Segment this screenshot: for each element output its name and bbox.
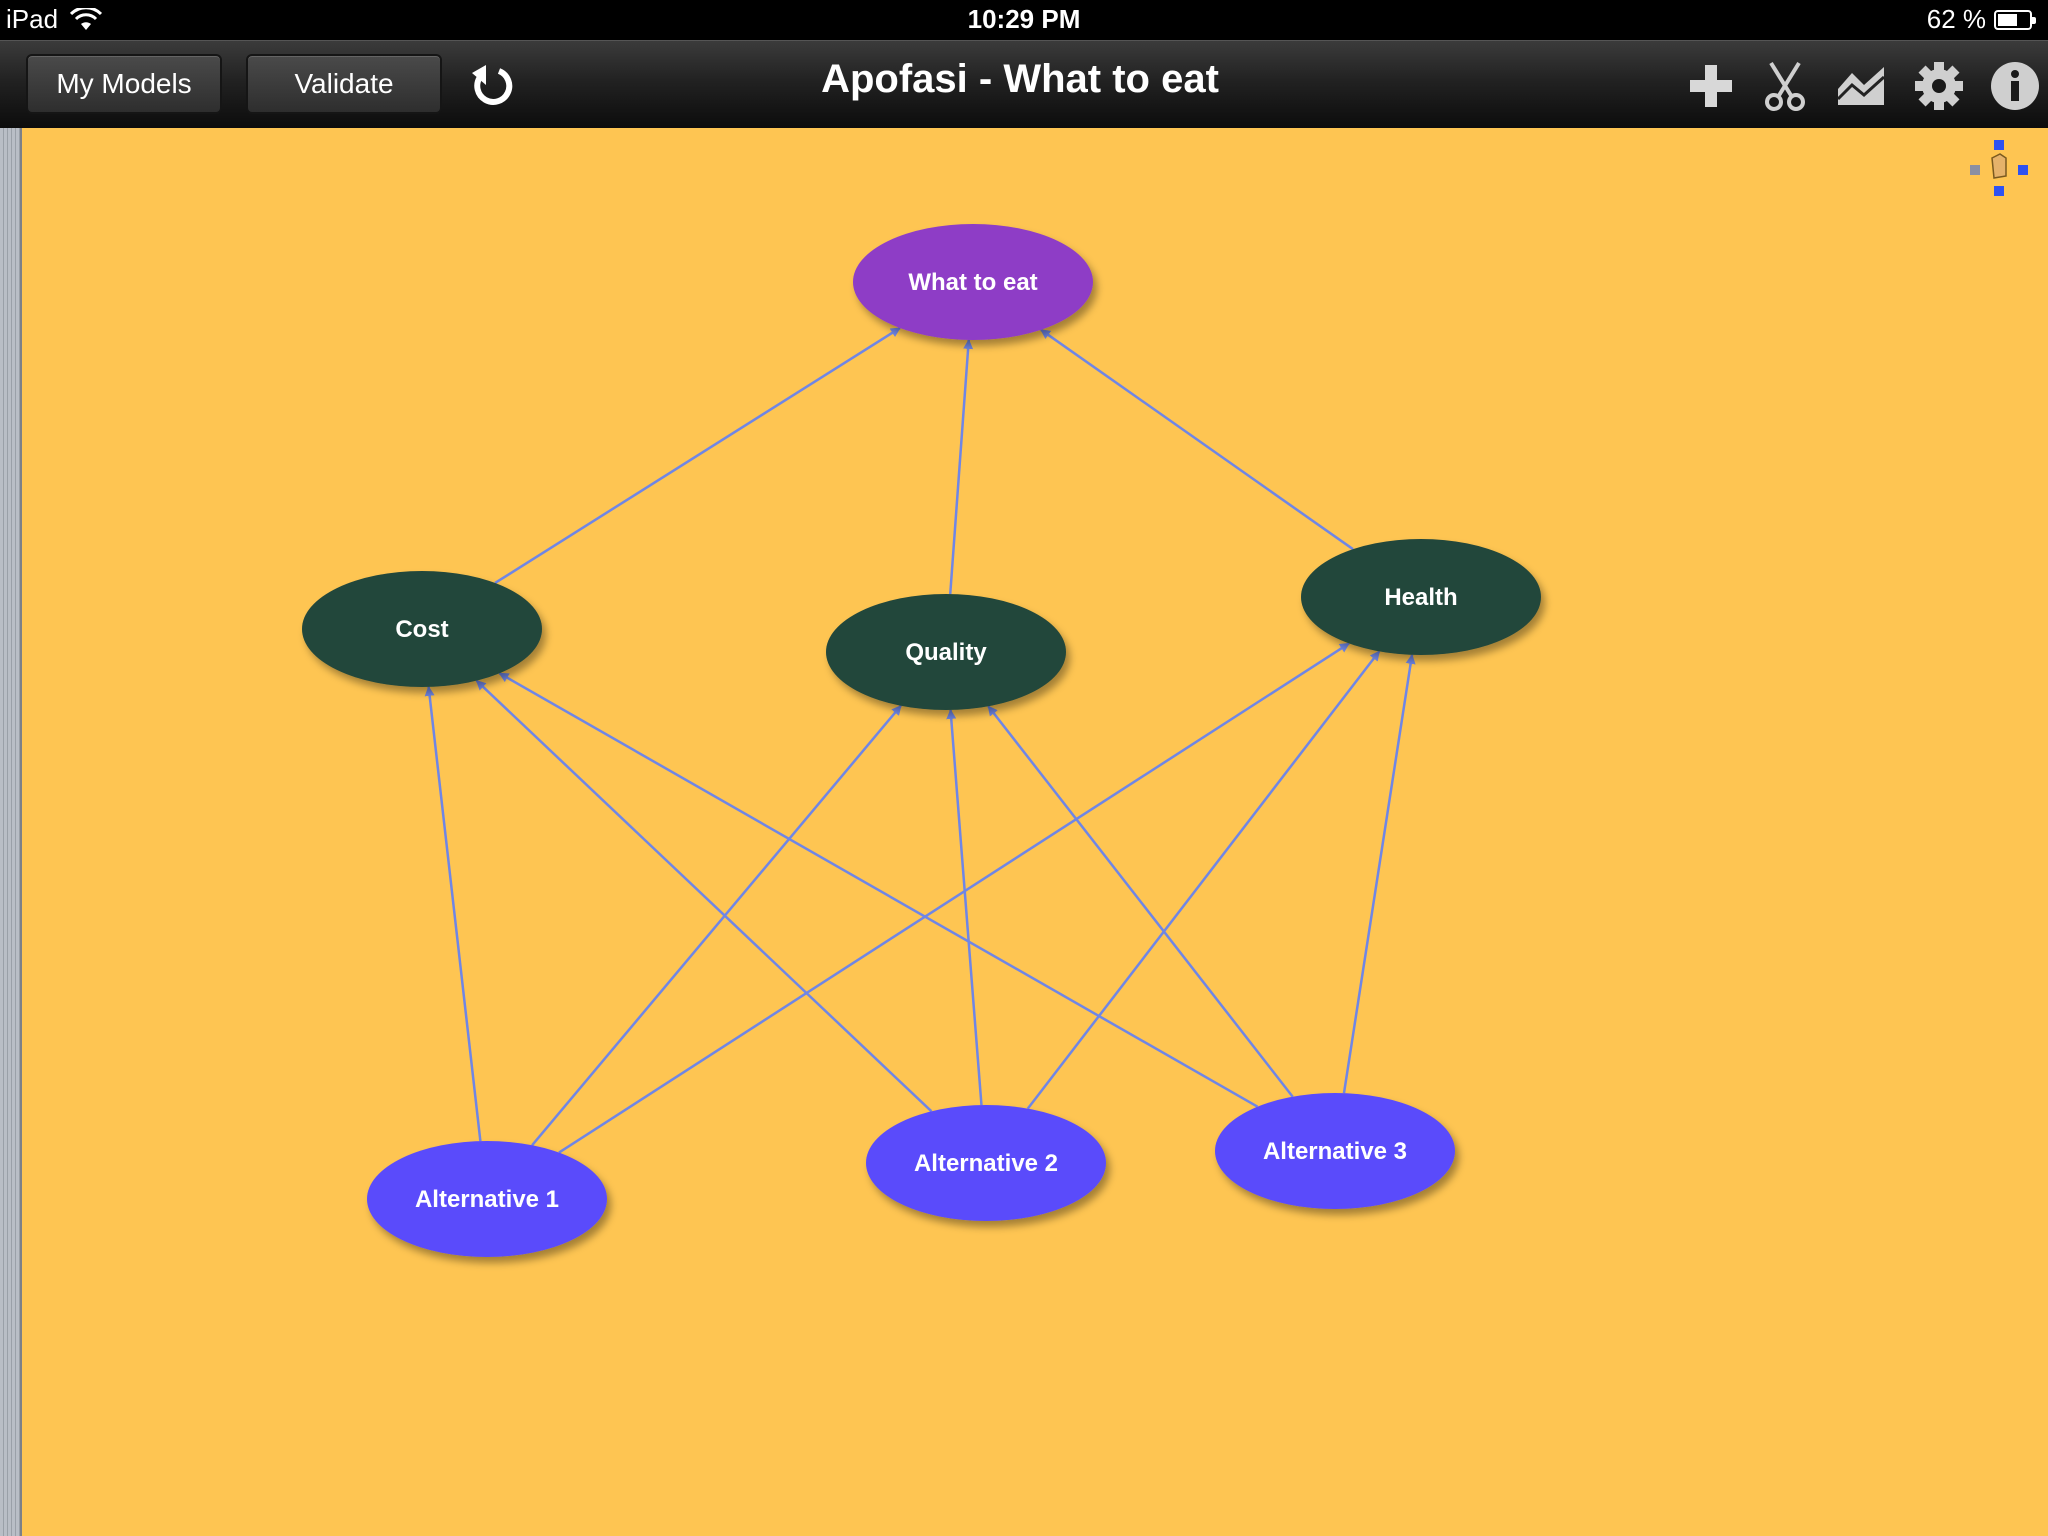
edge-alternative-2-to-quality[interactable]	[946, 708, 983, 1106]
edge-health-to-what-to-eat[interactable]	[1040, 328, 1354, 551]
edge-alternative-3-to-health[interactable]	[1342, 653, 1416, 1094]
edge-quality-to-what-to-eat[interactable]	[948, 338, 974, 595]
status-bar: iPad 10:29 PM 62 %	[0, 0, 2048, 40]
node-shape[interactable]	[367, 1141, 607, 1257]
edge-alternative-3-to-quality[interactable]	[987, 705, 1294, 1098]
node-shape[interactable]	[302, 571, 542, 687]
node-label: Cost	[395, 616, 448, 643]
left-edge-bar	[0, 128, 22, 1536]
node-what-to-eat[interactable]: What to eat	[853, 224, 1093, 340]
pan-handle-icon[interactable]	[1966, 136, 2030, 200]
node-cost[interactable]: Cost	[302, 571, 542, 687]
scissors-icon[interactable]	[1758, 59, 1812, 113]
node-alternative-3[interactable]: Alternative 3	[1215, 1093, 1455, 1209]
my-models-button[interactable]: My Models	[26, 54, 222, 114]
node-shape[interactable]	[1301, 539, 1541, 655]
node-label: What to eat	[908, 269, 1037, 296]
wifi-icon	[70, 7, 103, 30]
node-label: Alternative 3	[1263, 1138, 1407, 1165]
battery-percent: 62 %	[1926, 4, 1986, 34]
node-shape[interactable]	[826, 594, 1066, 710]
node-label: Alternative 2	[914, 1150, 1058, 1177]
edge-alternative-1-to-cost[interactable]	[424, 685, 482, 1142]
validate-button[interactable]: Validate	[246, 54, 442, 114]
gear-icon[interactable]	[1912, 59, 1966, 113]
edge-alternative-1-to-health[interactable]	[558, 642, 1350, 1154]
chart-icon[interactable]	[1834, 59, 1888, 113]
add-icon[interactable]	[1684, 59, 1738, 113]
clock: 10:29 PM	[967, 4, 1081, 34]
app-title: Apofasi - What to eat	[821, 57, 1219, 101]
edge-cost-to-what-to-eat[interactable]	[494, 326, 901, 585]
edge-alternative-1-to-quality[interactable]	[531, 704, 902, 1147]
undo-icon[interactable]	[466, 59, 520, 113]
edge-alternative-2-to-health[interactable]	[1026, 650, 1381, 1110]
node-alternative-1[interactable]: Alternative 1	[367, 1141, 607, 1257]
edge-alternative-2-to-cost[interactable]	[475, 679, 933, 1113]
node-health[interactable]: Health	[1301, 539, 1541, 655]
node-label: Health	[1384, 584, 1457, 611]
device-name: iPad	[6, 4, 59, 34]
toolbar: My Models Validate Apofasi - What to eat	[0, 40, 2048, 128]
node-label: Alternative 1	[415, 1186, 559, 1213]
node-shape[interactable]	[1215, 1093, 1455, 1209]
info-icon[interactable]	[1988, 59, 2042, 113]
edge-alternative-3-to-cost[interactable]	[498, 672, 1259, 1108]
battery-icon	[1994, 9, 2036, 30]
node-quality[interactable]: Quality	[826, 594, 1066, 710]
node-shape[interactable]	[866, 1105, 1106, 1221]
node-shape[interactable]	[853, 224, 1093, 340]
node-label: Quality	[905, 639, 987, 666]
node-alternative-2[interactable]: Alternative 2	[866, 1105, 1106, 1221]
